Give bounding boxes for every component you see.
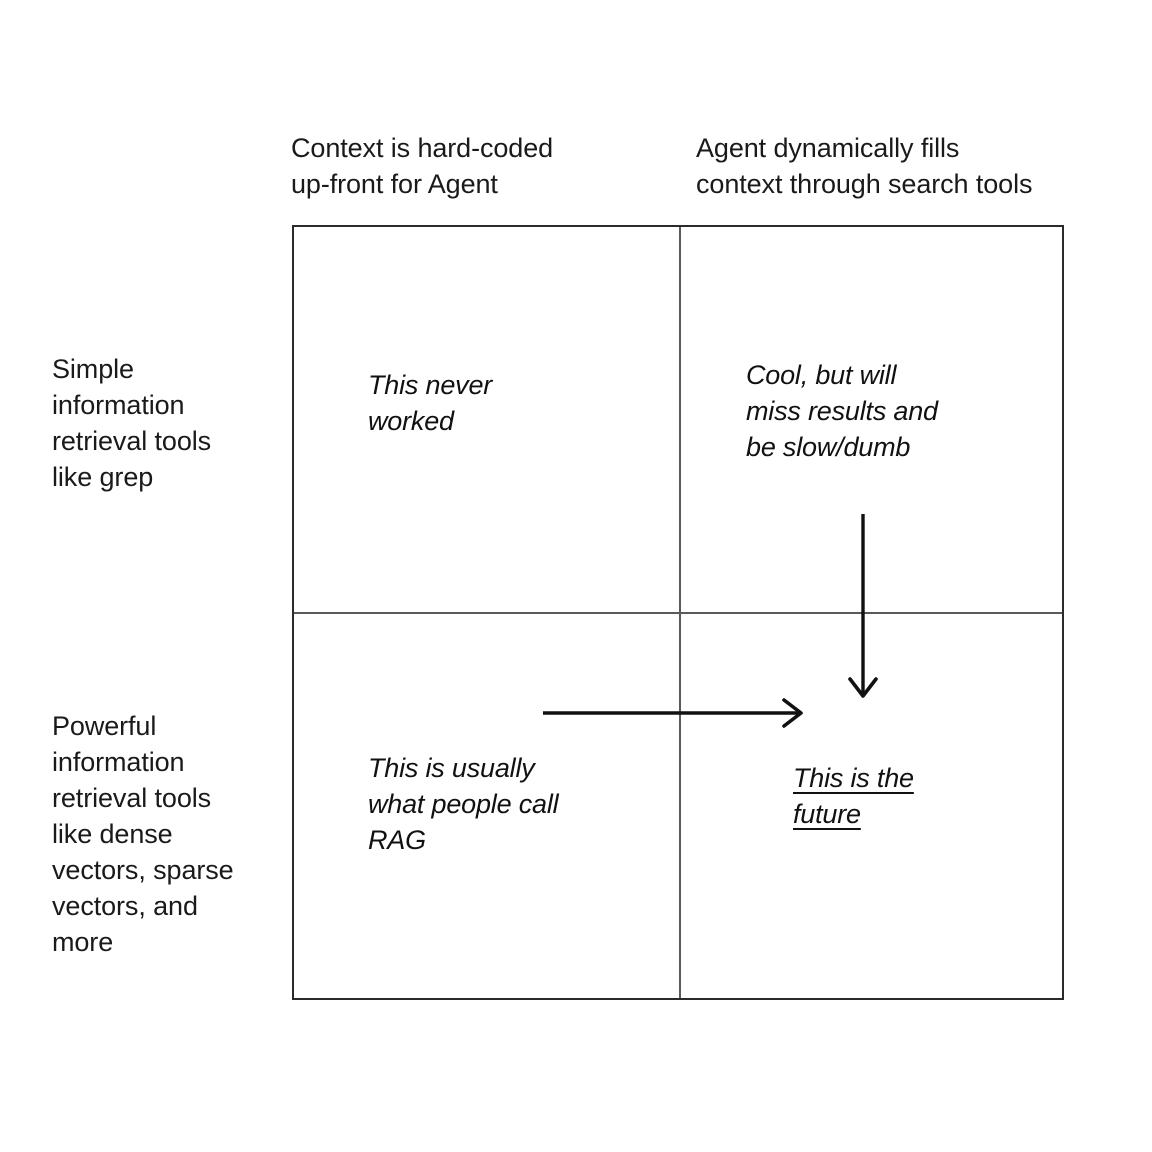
row-label-simple-tools: Simple information retrieval tools like …	[52, 354, 212, 492]
quadrant-text-top-right: Cool, but will miss results and be slow/…	[746, 360, 938, 462]
grid-divider-horizontal	[294, 612, 1062, 614]
matrix-grid: This never worked Cool, but will miss re…	[292, 225, 1064, 1000]
quadrant-text-bottom-left: This is usually what people call RAG	[368, 753, 559, 855]
quadrant-cell-bottom-right: This is the future	[793, 760, 1053, 832]
column-header-dynamic-search: Agent dynamically fills context through …	[696, 133, 1033, 199]
row-label-powerful-tools: Powerful information retrieval tools lik…	[52, 711, 234, 957]
quadrant-cell-bottom-left: This is usually what people call RAG	[368, 750, 678, 858]
quadrant-text-bottom-right: This is the future	[793, 763, 914, 829]
column-header-hard-coded: Context is hard-coded up-front for Agent	[291, 133, 554, 199]
quadrant-text-top-left: This never worked	[368, 370, 493, 436]
quadrant-cell-top-right: Cool, but will miss results and be slow/…	[746, 357, 1056, 465]
quadrant-cell-top-left: This never worked	[368, 367, 668, 439]
